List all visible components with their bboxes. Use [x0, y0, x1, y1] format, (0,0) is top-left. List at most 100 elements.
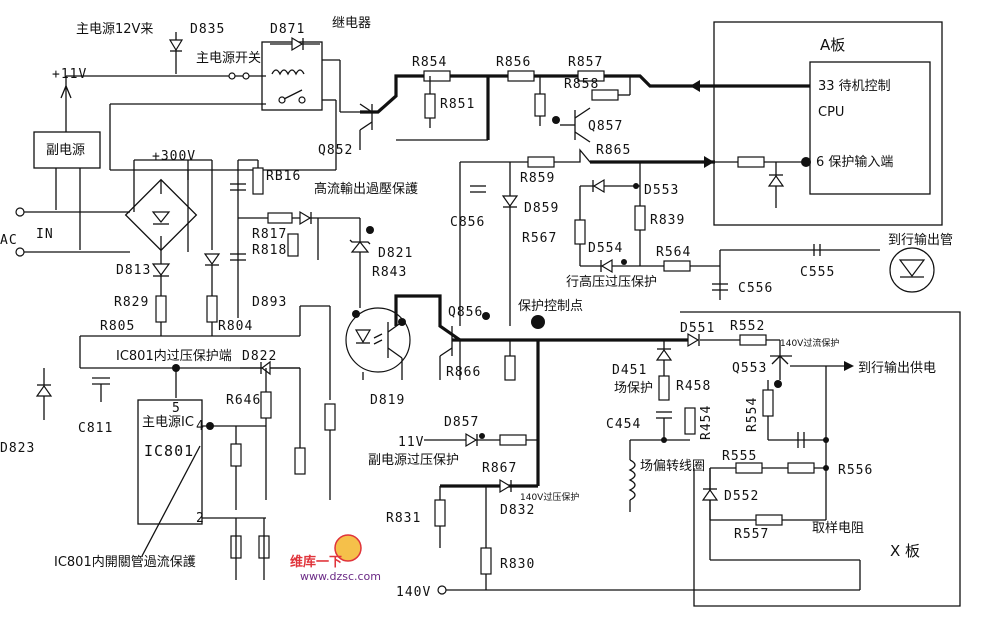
d871-diode: [270, 36, 320, 52]
arrow-line-supply: [844, 361, 854, 371]
q857-transistor: [560, 107, 591, 143]
d821-marker: [366, 226, 374, 234]
ic801-ocp-leader: [141, 445, 201, 557]
watermark-badge-icon: [334, 534, 362, 562]
diode-pair-r817: [299, 210, 312, 226]
d819-optocoupler: [345, 307, 411, 373]
field-coil-label: 场偏转线圈: [640, 459, 705, 474]
pin4-label: 4: [196, 419, 205, 434]
pin5-label: 5: [172, 401, 181, 416]
r564-label: R564: [656, 245, 691, 260]
r829-resistor: [155, 295, 167, 323]
standby-pin-label: 33 待机控制: [818, 79, 891, 94]
q856-label: Q856: [448, 305, 483, 320]
r567-resistor: [574, 219, 586, 245]
relay-coil: [271, 69, 305, 76]
d451-label: D451: [612, 363, 647, 378]
q857-marker: [552, 116, 560, 124]
main-switch-contact-b: [242, 72, 250, 80]
d819-label: D819: [370, 393, 405, 408]
r854-label: R854: [412, 55, 447, 70]
ocp140-label: 140V过流保护: [780, 337, 839, 349]
r858-resistor-v: [534, 93, 546, 117]
ic801-label: IC801: [144, 442, 194, 460]
c556-capacitor: [712, 266, 728, 300]
pin2-label: 2: [196, 511, 205, 526]
ic801-ovp-label: IC801内过压保护端: [116, 348, 232, 364]
r857-label: R857: [568, 55, 603, 70]
r804-resistor: [206, 295, 218, 323]
r851-resistor: [424, 93, 436, 119]
arrow-to-a-board: [690, 80, 700, 92]
r817-resistor: [267, 212, 293, 224]
r556-resistor: [787, 462, 815, 474]
d554-label: D554: [588, 241, 623, 256]
r804-label: R804: [218, 319, 253, 334]
c856-capacitor: [470, 185, 486, 193]
d893-label: D893: [252, 295, 287, 310]
relay-label: 继电器: [332, 16, 371, 31]
line-hv-protect-label: 行高压过压保护: [566, 274, 657, 290]
r564-resistor: [663, 260, 691, 272]
r843-label: R843: [372, 265, 407, 280]
cpu-label: CPU: [818, 105, 844, 120]
d823-zener: [35, 368, 53, 420]
r856-resistor: [507, 70, 535, 82]
line-output-tube: [889, 247, 935, 293]
q856-marker: [482, 312, 490, 320]
d835-diode: [168, 32, 184, 74]
protect-in-resistor: [737, 156, 765, 168]
main12v-label: 主电源12V来: [76, 22, 153, 37]
main-switch-contact-a: [228, 72, 236, 80]
r831-resistor: [434, 499, 446, 527]
aux-ovp-label: 副电源过压保护: [368, 453, 459, 468]
r-d857: [499, 434, 527, 446]
to-line-supply-label: 到行输出供电: [858, 360, 936, 376]
to-line-tube-label: 到行输出管: [888, 232, 953, 248]
watermark: 维库一下 www.dzsc.com: [290, 534, 381, 583]
r816-label: RB16: [266, 169, 301, 184]
x-board-node-a: [823, 437, 829, 443]
q553-marker: [774, 380, 782, 388]
aux-supply-label: 副电源: [46, 143, 85, 158]
r830-label: R830: [500, 557, 535, 572]
d857-dot: [479, 433, 485, 439]
d823-label: D823: [0, 441, 35, 456]
d832-label: D832: [500, 503, 535, 518]
d553-label: D553: [644, 183, 679, 198]
r829-label: R829: [114, 295, 149, 310]
r555-resistor: [735, 462, 763, 474]
r556-label: R556: [838, 463, 873, 478]
r856-label: R856: [496, 55, 531, 70]
protect-control-point: [531, 315, 545, 329]
r817-label: R817: [252, 227, 287, 242]
r454-label: R454: [699, 405, 714, 440]
c555-capacitor: [813, 244, 821, 256]
watermark-brand: 维库一下: [290, 554, 342, 570]
aux-supply-box: [33, 131, 101, 169]
d554-diode: [580, 258, 720, 274]
main-ic-label: 主电源IC: [142, 415, 194, 430]
r858-label: R858: [564, 77, 599, 92]
c555-label: C555: [800, 265, 835, 280]
r804-diode: [203, 253, 221, 266]
main-thick-wire: [360, 74, 810, 114]
c-r818: [230, 253, 246, 261]
x-board-label: X 板: [890, 542, 920, 560]
ic-res-a: [230, 443, 242, 467]
a-board-outline: [713, 21, 943, 226]
r554-resistor: [762, 389, 774, 417]
c454-label: C454: [606, 417, 641, 432]
cpu-pin6-dot: [801, 157, 811, 167]
r866-resistor: [504, 355, 516, 381]
r830-resistor: [480, 547, 492, 575]
protect-in-label: 6 保护输入端: [816, 154, 893, 170]
eleven-v-label: 11V: [398, 435, 424, 450]
r555-label: R555: [722, 449, 757, 464]
v140-label: 140V: [396, 585, 431, 600]
r458-label: R458: [676, 379, 711, 394]
d813-diode: [151, 263, 171, 277]
r818-resistor: [287, 233, 299, 257]
d819-marker-b: [398, 318, 406, 326]
